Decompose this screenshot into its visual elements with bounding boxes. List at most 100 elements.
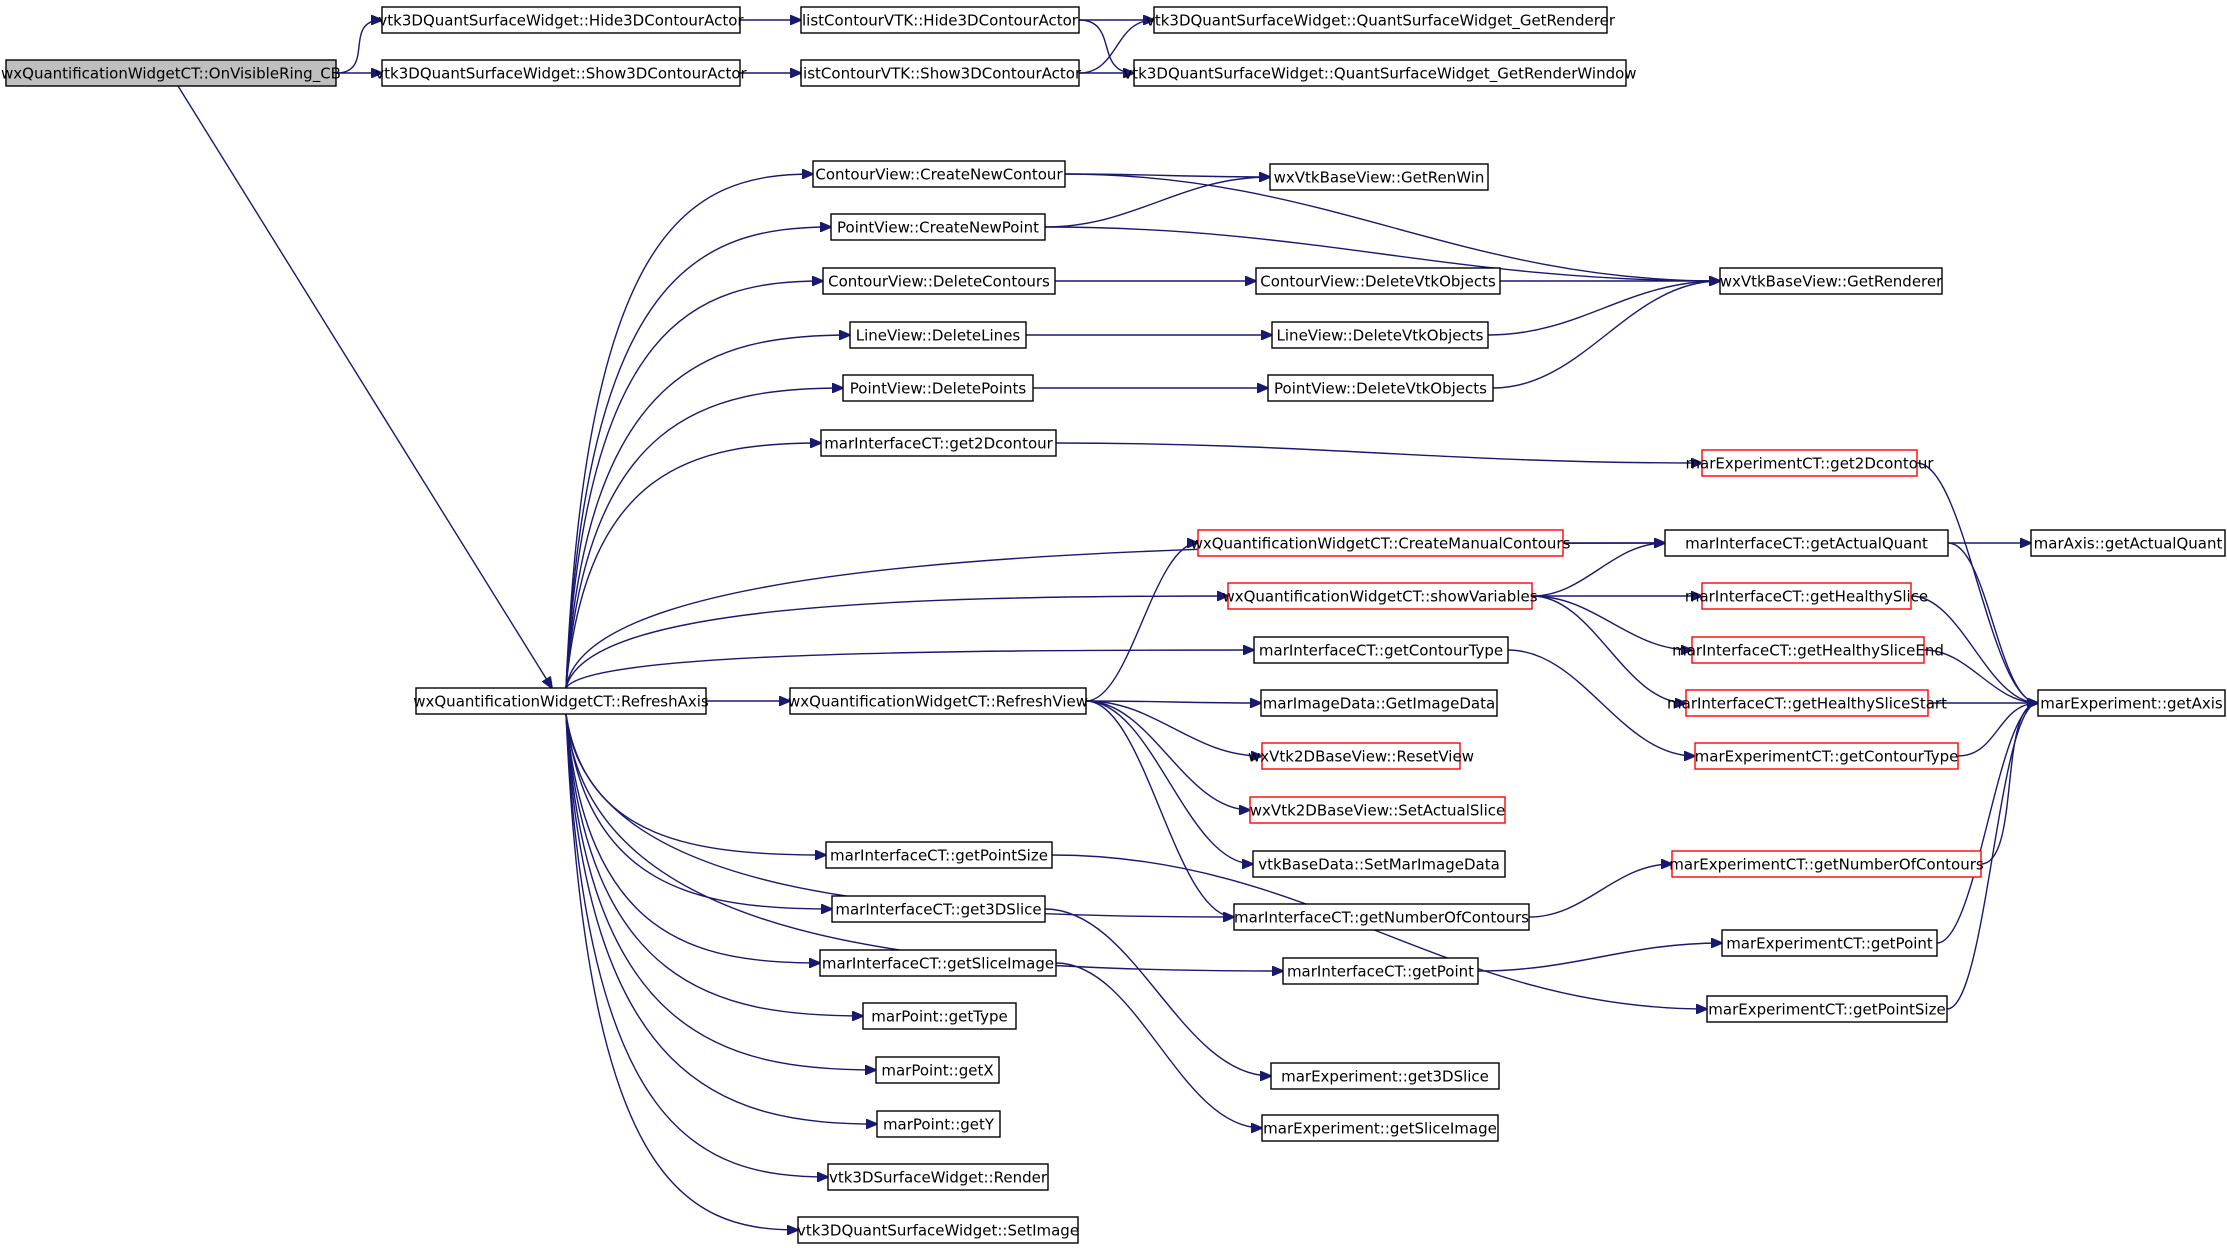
node-box[interactable] xyxy=(827,1163,1049,1191)
node-mp_gettype[interactable]: marPoint::getType xyxy=(862,1002,1017,1030)
node-mect_getpointsize[interactable]: marExperimentCT::getPointSize xyxy=(1706,995,1948,1023)
node-cv_delvtk[interactable]: ContourView::DeleteVtkObjects xyxy=(1255,267,1501,295)
node-box[interactable] xyxy=(849,321,1027,349)
node-box[interactable] xyxy=(862,1002,1017,1030)
node-resetview[interactable]: wxVtk2DBaseView::ResetView xyxy=(1248,742,1474,770)
node-refreshview[interactable]: wxQuantificationWidgetCT::RefreshView xyxy=(788,687,1088,715)
node-box[interactable] xyxy=(789,687,1087,715)
node-cv_delete[interactable]: ContourView::DeleteContours xyxy=(822,267,1056,295)
node-hide3d[interactable]: vtk3DQuantSurfaceWidget::Hide3DContourAc… xyxy=(378,6,744,34)
node-box[interactable] xyxy=(800,6,1080,34)
node-box[interactable] xyxy=(825,841,1053,869)
node-box[interactable] xyxy=(820,429,1057,457)
node-box[interactable] xyxy=(1249,796,1506,824)
node-vtk3d_render[interactable]: vtk3DSurfaceWidget::Render xyxy=(827,1163,1049,1191)
node-box[interactable] xyxy=(1701,582,1912,610)
node-show3d[interactable]: vtk3DQuantSurfaceWidget::Show3DContourAc… xyxy=(375,59,748,87)
node-mi_getactualquant[interactable]: marInterfaceCT::getActualQuant xyxy=(1664,529,1949,557)
node-getrenderer[interactable]: wxVtkBaseView::GetRenderer xyxy=(1719,267,1943,295)
node-lv_delvtk[interactable]: LineView::DeleteVtkObjects xyxy=(1271,321,1489,349)
node-mect_getcontourtype[interactable]: marExperimentCT::getContourType xyxy=(1694,742,1959,770)
node-mect_getnumcont[interactable]: marExperimentCT::getNumberOfContours xyxy=(1669,850,1984,878)
node-mi_gethealthyslice[interactable]: marInterfaceCT::getHealthySlice xyxy=(1685,582,1928,610)
node-box[interactable] xyxy=(1706,995,1948,1023)
node-box[interactable] xyxy=(1721,929,1938,957)
node-box[interactable] xyxy=(875,1056,1000,1084)
node-box[interactable] xyxy=(812,160,1066,188)
node-box[interactable] xyxy=(1701,449,1918,477)
node-box[interactable] xyxy=(800,59,1080,87)
node-box[interactable] xyxy=(1133,59,1627,87)
node-mi_getnumcont[interactable]: marInterfaceCT::getNumberOfContours xyxy=(1233,903,1530,931)
node-me_get2d[interactable]: marExperimentCT::get2Dcontour xyxy=(1685,449,1934,477)
node-box[interactable] xyxy=(1261,742,1461,770)
node-box[interactable] xyxy=(1671,850,1982,878)
node-box[interactable] xyxy=(1252,850,1506,878)
node-box[interactable] xyxy=(797,1216,1079,1244)
node-mect_getpoint[interactable]: marExperimentCT::getPoint xyxy=(1721,929,1938,957)
node-box[interactable] xyxy=(1253,636,1509,664)
node-mi_getsliceimage[interactable]: marInterfaceCT::getSliceImage xyxy=(819,949,1057,977)
node-box[interactable] xyxy=(1269,163,1489,191)
node-mi_getpoint[interactable]: marInterfaceCT::getPoint xyxy=(1282,957,1479,985)
node-mi_get2d[interactable]: marInterfaceCT::get2Dcontour xyxy=(820,429,1057,457)
node-box[interactable] xyxy=(2037,689,2226,717)
node-box[interactable] xyxy=(1227,582,1533,610)
node-box[interactable] xyxy=(1694,742,1959,770)
node-pv_create[interactable]: PointView::CreateNewPoint xyxy=(830,213,1046,241)
node-box[interactable] xyxy=(842,374,1034,402)
node-box[interactable] xyxy=(2030,529,2226,557)
node-box[interactable] xyxy=(1197,529,1564,557)
node-box[interactable] xyxy=(822,267,1056,295)
node-box[interactable] xyxy=(876,1110,1001,1138)
node-me_get3dslice[interactable]: marExperiment::get3DSlice xyxy=(1270,1062,1500,1090)
node-me_getsliceimage[interactable]: marExperiment::getSliceImage xyxy=(1261,1114,1499,1142)
node-setmarimagedata[interactable]: vtkBaseData::SetMarImageData xyxy=(1252,850,1506,878)
node-box[interactable] xyxy=(1255,267,1501,295)
node-box[interactable] xyxy=(381,59,741,87)
node-getrenderer_q[interactable]: vtk3DQuantSurfaceWidget::QuantSurfaceWid… xyxy=(1146,6,1616,34)
node-box[interactable] xyxy=(1260,689,1498,717)
node-box[interactable] xyxy=(1261,1114,1499,1142)
node-box[interactable] xyxy=(1282,957,1479,985)
node-box[interactable] xyxy=(1271,321,1489,349)
node-box[interactable] xyxy=(831,895,1046,923)
node-mi_getpointsize[interactable]: marInterfaceCT::getPointSize xyxy=(825,841,1053,869)
node-box[interactable] xyxy=(1685,689,1929,717)
node-box[interactable] xyxy=(1270,1062,1500,1090)
node-box[interactable] xyxy=(1233,903,1530,931)
node-pv_delvtk[interactable]: PointView::DeleteVtkObjects xyxy=(1267,374,1494,402)
node-box[interactable] xyxy=(381,6,741,34)
node-box[interactable] xyxy=(1267,374,1494,402)
node-lcshow[interactable]: listContourVTK::Show3DContourActor xyxy=(799,59,1082,87)
node-getrenwin[interactable]: wxVtkBaseView::GetRenWin xyxy=(1269,163,1489,191)
node-box[interactable] xyxy=(5,59,337,87)
node-getrenwin_q[interactable]: vtk3DQuantSurfaceWidget::QuantSurfaceWid… xyxy=(1123,59,1637,87)
node-vtk3dq_setimage[interactable]: vtk3DQuantSurfaceWidget::SetImage xyxy=(797,1216,1079,1244)
node-setactualslice[interactable]: wxVtk2DBaseView::SetActualSlice xyxy=(1249,796,1506,824)
node-maraxis_getactualquant[interactable]: marAxis::getActualQuant xyxy=(2030,529,2226,557)
node-box[interactable] xyxy=(1691,636,1925,664)
node-pv_delete[interactable]: PointView::DeletePoints xyxy=(842,374,1034,402)
node-refreshaxis[interactable]: wxQuantificationWidgetCT::RefreshAxis xyxy=(413,687,709,715)
node-mi_getcontourtype[interactable]: marInterfaceCT::getContourType xyxy=(1253,636,1509,664)
node-me_getaxis[interactable]: marExperiment::getAxis xyxy=(2037,689,2226,717)
node-mi_gethealthysliceend[interactable]: marInterfaceCT::getHealthySliceEnd xyxy=(1672,636,1944,664)
node-box[interactable] xyxy=(1153,6,1608,34)
node-box[interactable] xyxy=(415,687,707,715)
node-cv_create[interactable]: ContourView::CreateNewContour xyxy=(812,160,1066,188)
node-lv_delete[interactable]: LineView::DeleteLines xyxy=(849,321,1027,349)
node-root[interactable]: wxQuantificationWidgetCT::OnVisibleRing_… xyxy=(1,59,341,87)
node-mp_gety[interactable]: marPoint::getY xyxy=(876,1110,1001,1138)
node-box[interactable] xyxy=(1664,529,1949,557)
node-mp_getx[interactable]: marPoint::getX xyxy=(875,1056,1000,1084)
node-showvars[interactable]: wxQuantificationWidgetCT::showVariables xyxy=(1222,582,1538,610)
node-getimagedata[interactable]: marImageData::GetImageData xyxy=(1260,689,1498,717)
node-box[interactable] xyxy=(1719,267,1943,295)
node-box[interactable] xyxy=(830,213,1046,241)
node-createmanual[interactable]: wxQuantificationWidgetCT::CreateManualCo… xyxy=(1191,529,1571,557)
node-mi_gethealthyslicestart[interactable]: marInterfaceCT::getHealthySliceStart xyxy=(1667,689,1947,717)
node-mi_get3dslice[interactable]: marInterfaceCT::get3DSlice xyxy=(831,895,1046,923)
node-lchide[interactable]: listContourVTK::Hide3DContourActor xyxy=(800,6,1080,34)
node-box[interactable] xyxy=(819,949,1057,977)
